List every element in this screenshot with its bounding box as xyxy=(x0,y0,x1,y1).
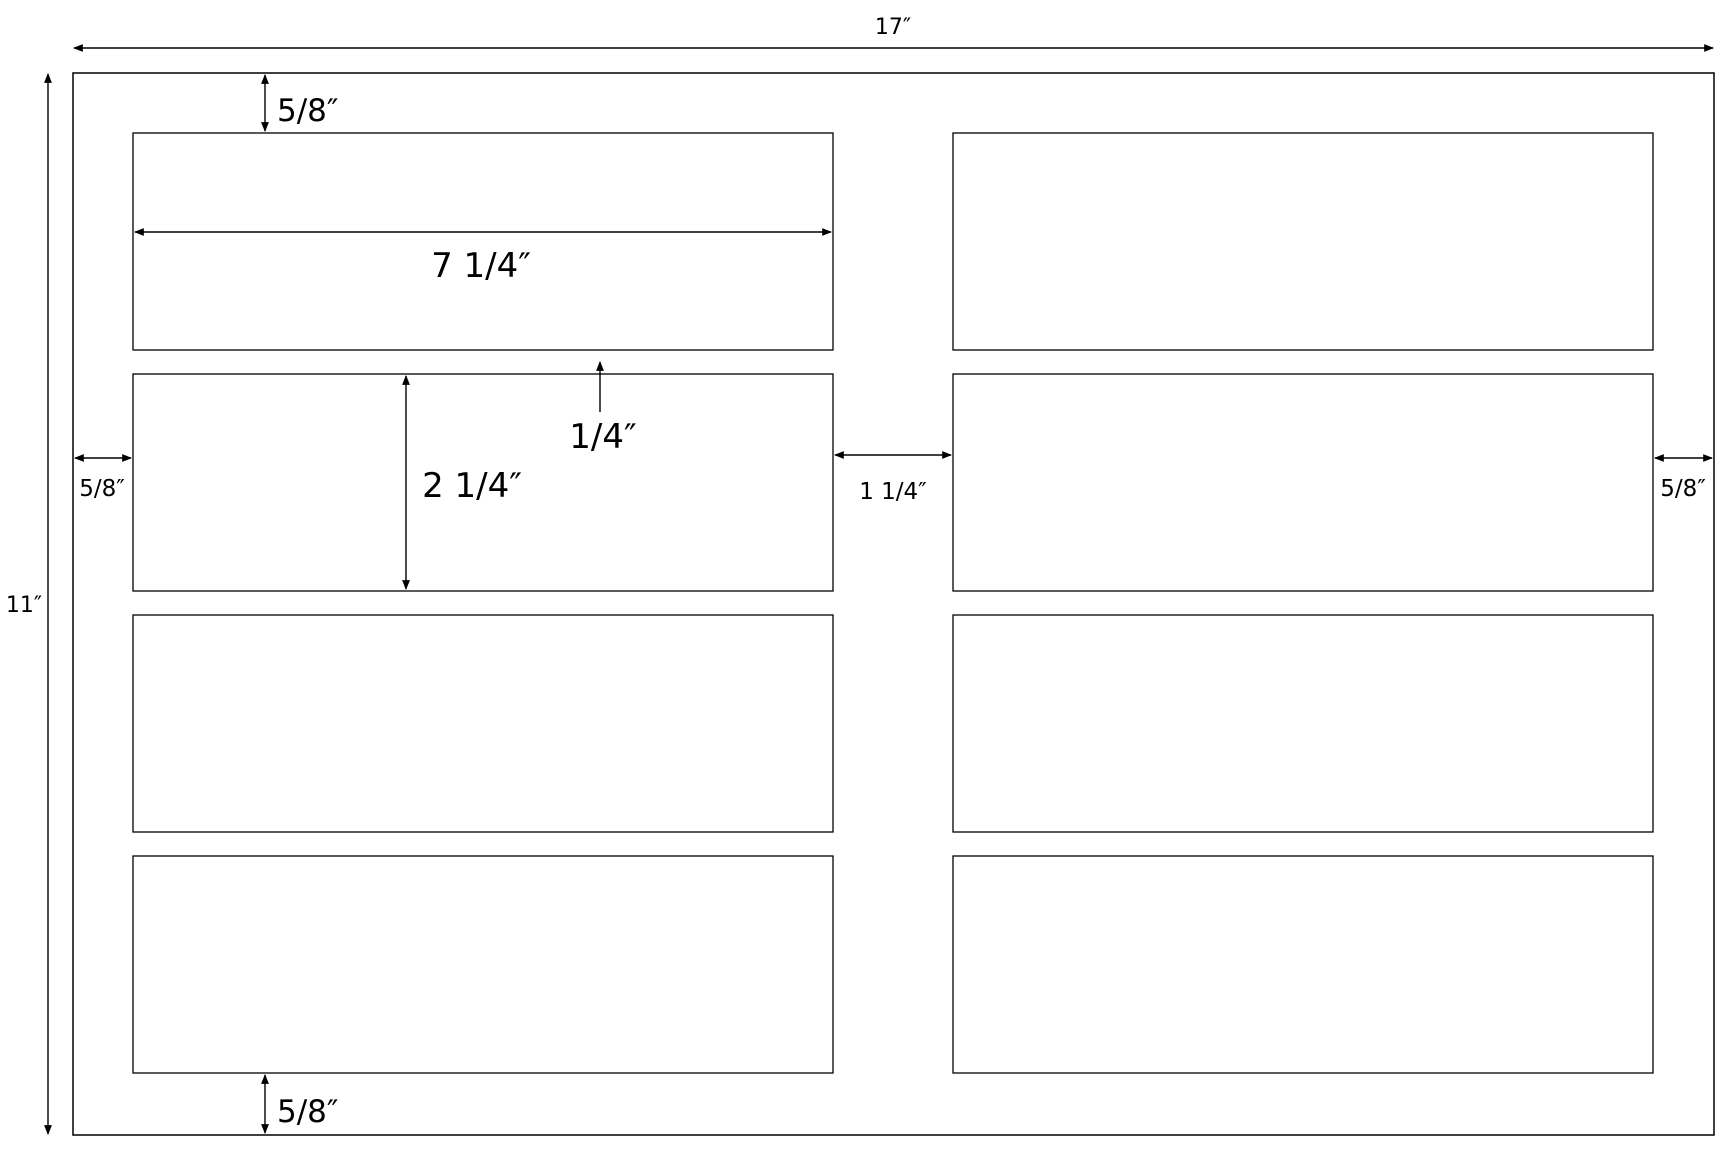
label-r3-c2 xyxy=(952,614,1654,833)
label-r1-c1 xyxy=(132,132,834,351)
row-gap-label: 1/4″ xyxy=(569,417,636,457)
top-margin-label: 5/8″ xyxy=(277,93,338,129)
sheet-outline xyxy=(72,72,1715,1136)
sheet-height-label: 11″ xyxy=(6,593,42,618)
label-width-label: 7 1/4″ xyxy=(431,246,531,286)
sheet-width-label: 17″ xyxy=(875,15,911,40)
bottom-margin-label: 5/8″ xyxy=(277,1094,338,1130)
label-r4-c2 xyxy=(952,855,1654,1074)
right-margin-label: 5/8″ xyxy=(1660,476,1706,502)
label-r3-c1 xyxy=(132,614,834,833)
label-r2-c1 xyxy=(132,373,834,592)
label-r2-c2 xyxy=(952,373,1654,592)
label-r1-c2 xyxy=(952,132,1654,351)
label-r4-c1 xyxy=(132,855,834,1074)
column-gap-label: 1 1/4″ xyxy=(859,479,927,505)
left-margin-label: 5/8″ xyxy=(79,476,125,502)
label-height-label: 2 1/4″ xyxy=(422,466,522,506)
